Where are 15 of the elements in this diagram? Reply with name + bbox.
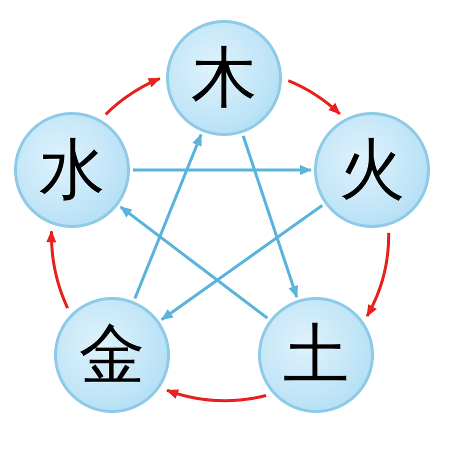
- arrow: [134, 134, 202, 299]
- arrow: [46, 230, 69, 309]
- arrow: [166, 388, 266, 402]
- character-circle: 火: [314, 112, 430, 228]
- character-circle: 土: [258, 297, 374, 413]
- arrow: [288, 79, 341, 116]
- arrow: [160, 204, 324, 321]
- arrow: [133, 165, 312, 175]
- arrow: [120, 206, 268, 320]
- character-circle: 金: [54, 297, 170, 413]
- arrow: [104, 77, 161, 116]
- character-circle: 水: [14, 112, 130, 228]
- character-circle: 木: [166, 20, 282, 136]
- arrow: [366, 232, 390, 317]
- arrow: [242, 135, 298, 298]
